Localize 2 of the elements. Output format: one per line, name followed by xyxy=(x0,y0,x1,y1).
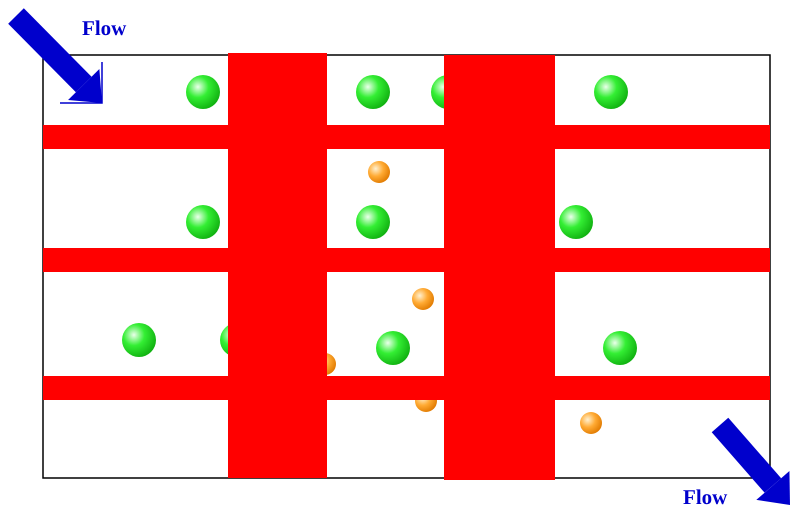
flow-label: Flow xyxy=(82,18,126,39)
flow-label: Flow xyxy=(683,487,728,508)
